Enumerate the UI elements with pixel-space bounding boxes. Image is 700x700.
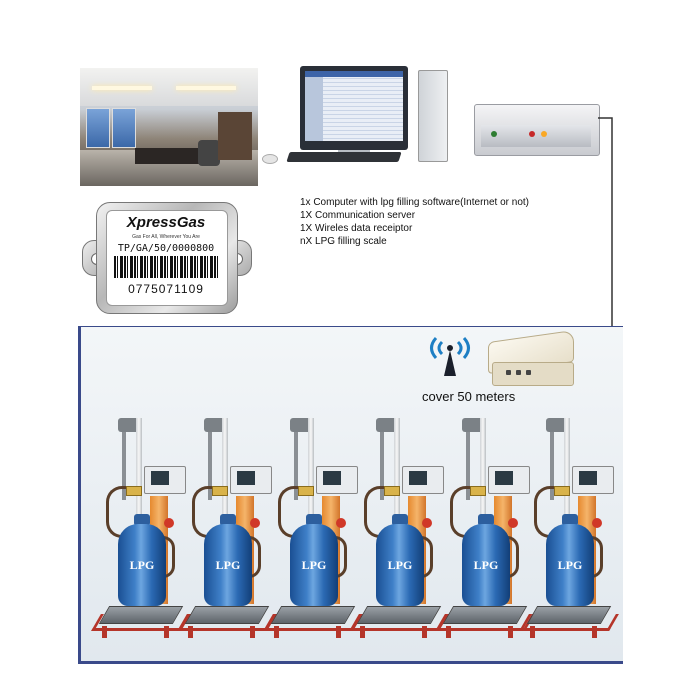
cylinder-label: LPG	[387, 558, 413, 572]
cylinder-label: LPG	[129, 558, 155, 572]
keyboard	[286, 152, 402, 162]
equipment-item: 1X Wireles data receiptor	[300, 223, 413, 234]
tag-slogan: Gas For All, Wherever You Are	[132, 234, 200, 240]
cylinder-label: LPG	[215, 558, 241, 572]
lpg-filling-scale: LPG	[91, 418, 191, 640]
lpg-filling-scale: LPG	[519, 418, 619, 640]
computer-tower	[418, 70, 448, 162]
tag-barcode-number: 0775071109	[128, 282, 204, 296]
antenna-icon	[430, 336, 470, 376]
equipment-list: 1x Computer with lpg filling software(In…	[300, 196, 529, 248]
cylinder-label: LPG	[473, 558, 499, 572]
tag-code: TP/GA/50/0000800	[117, 243, 215, 254]
cylinder-label: LPG	[557, 558, 583, 572]
lpg-filling-scale: LPG	[263, 418, 363, 640]
computer-monitor	[300, 66, 408, 150]
lpg-filling-scale: LPG	[177, 418, 277, 640]
equipment-item: nX LPG filling scale	[300, 236, 387, 247]
mouse	[262, 154, 278, 164]
cylinder-label: LPG	[301, 558, 327, 572]
coverage-label: cover 50 meters	[422, 389, 516, 404]
communication-server	[474, 104, 600, 156]
barcode-icon	[114, 256, 218, 278]
equipment-item: 1x Computer with lpg filling software(In…	[300, 197, 529, 208]
barcode-tag: XpressGas Gas For All, Wherever You Are …	[82, 202, 252, 314]
equipment-item: 1X Communication server	[300, 210, 416, 221]
wireless-receiver	[488, 329, 574, 386]
tag-brand: XpressGas	[126, 214, 206, 231]
lpg-filling-scale: LPG	[435, 418, 535, 640]
office-photo	[80, 68, 258, 186]
lpg-filling-scale: LPG	[349, 418, 449, 640]
